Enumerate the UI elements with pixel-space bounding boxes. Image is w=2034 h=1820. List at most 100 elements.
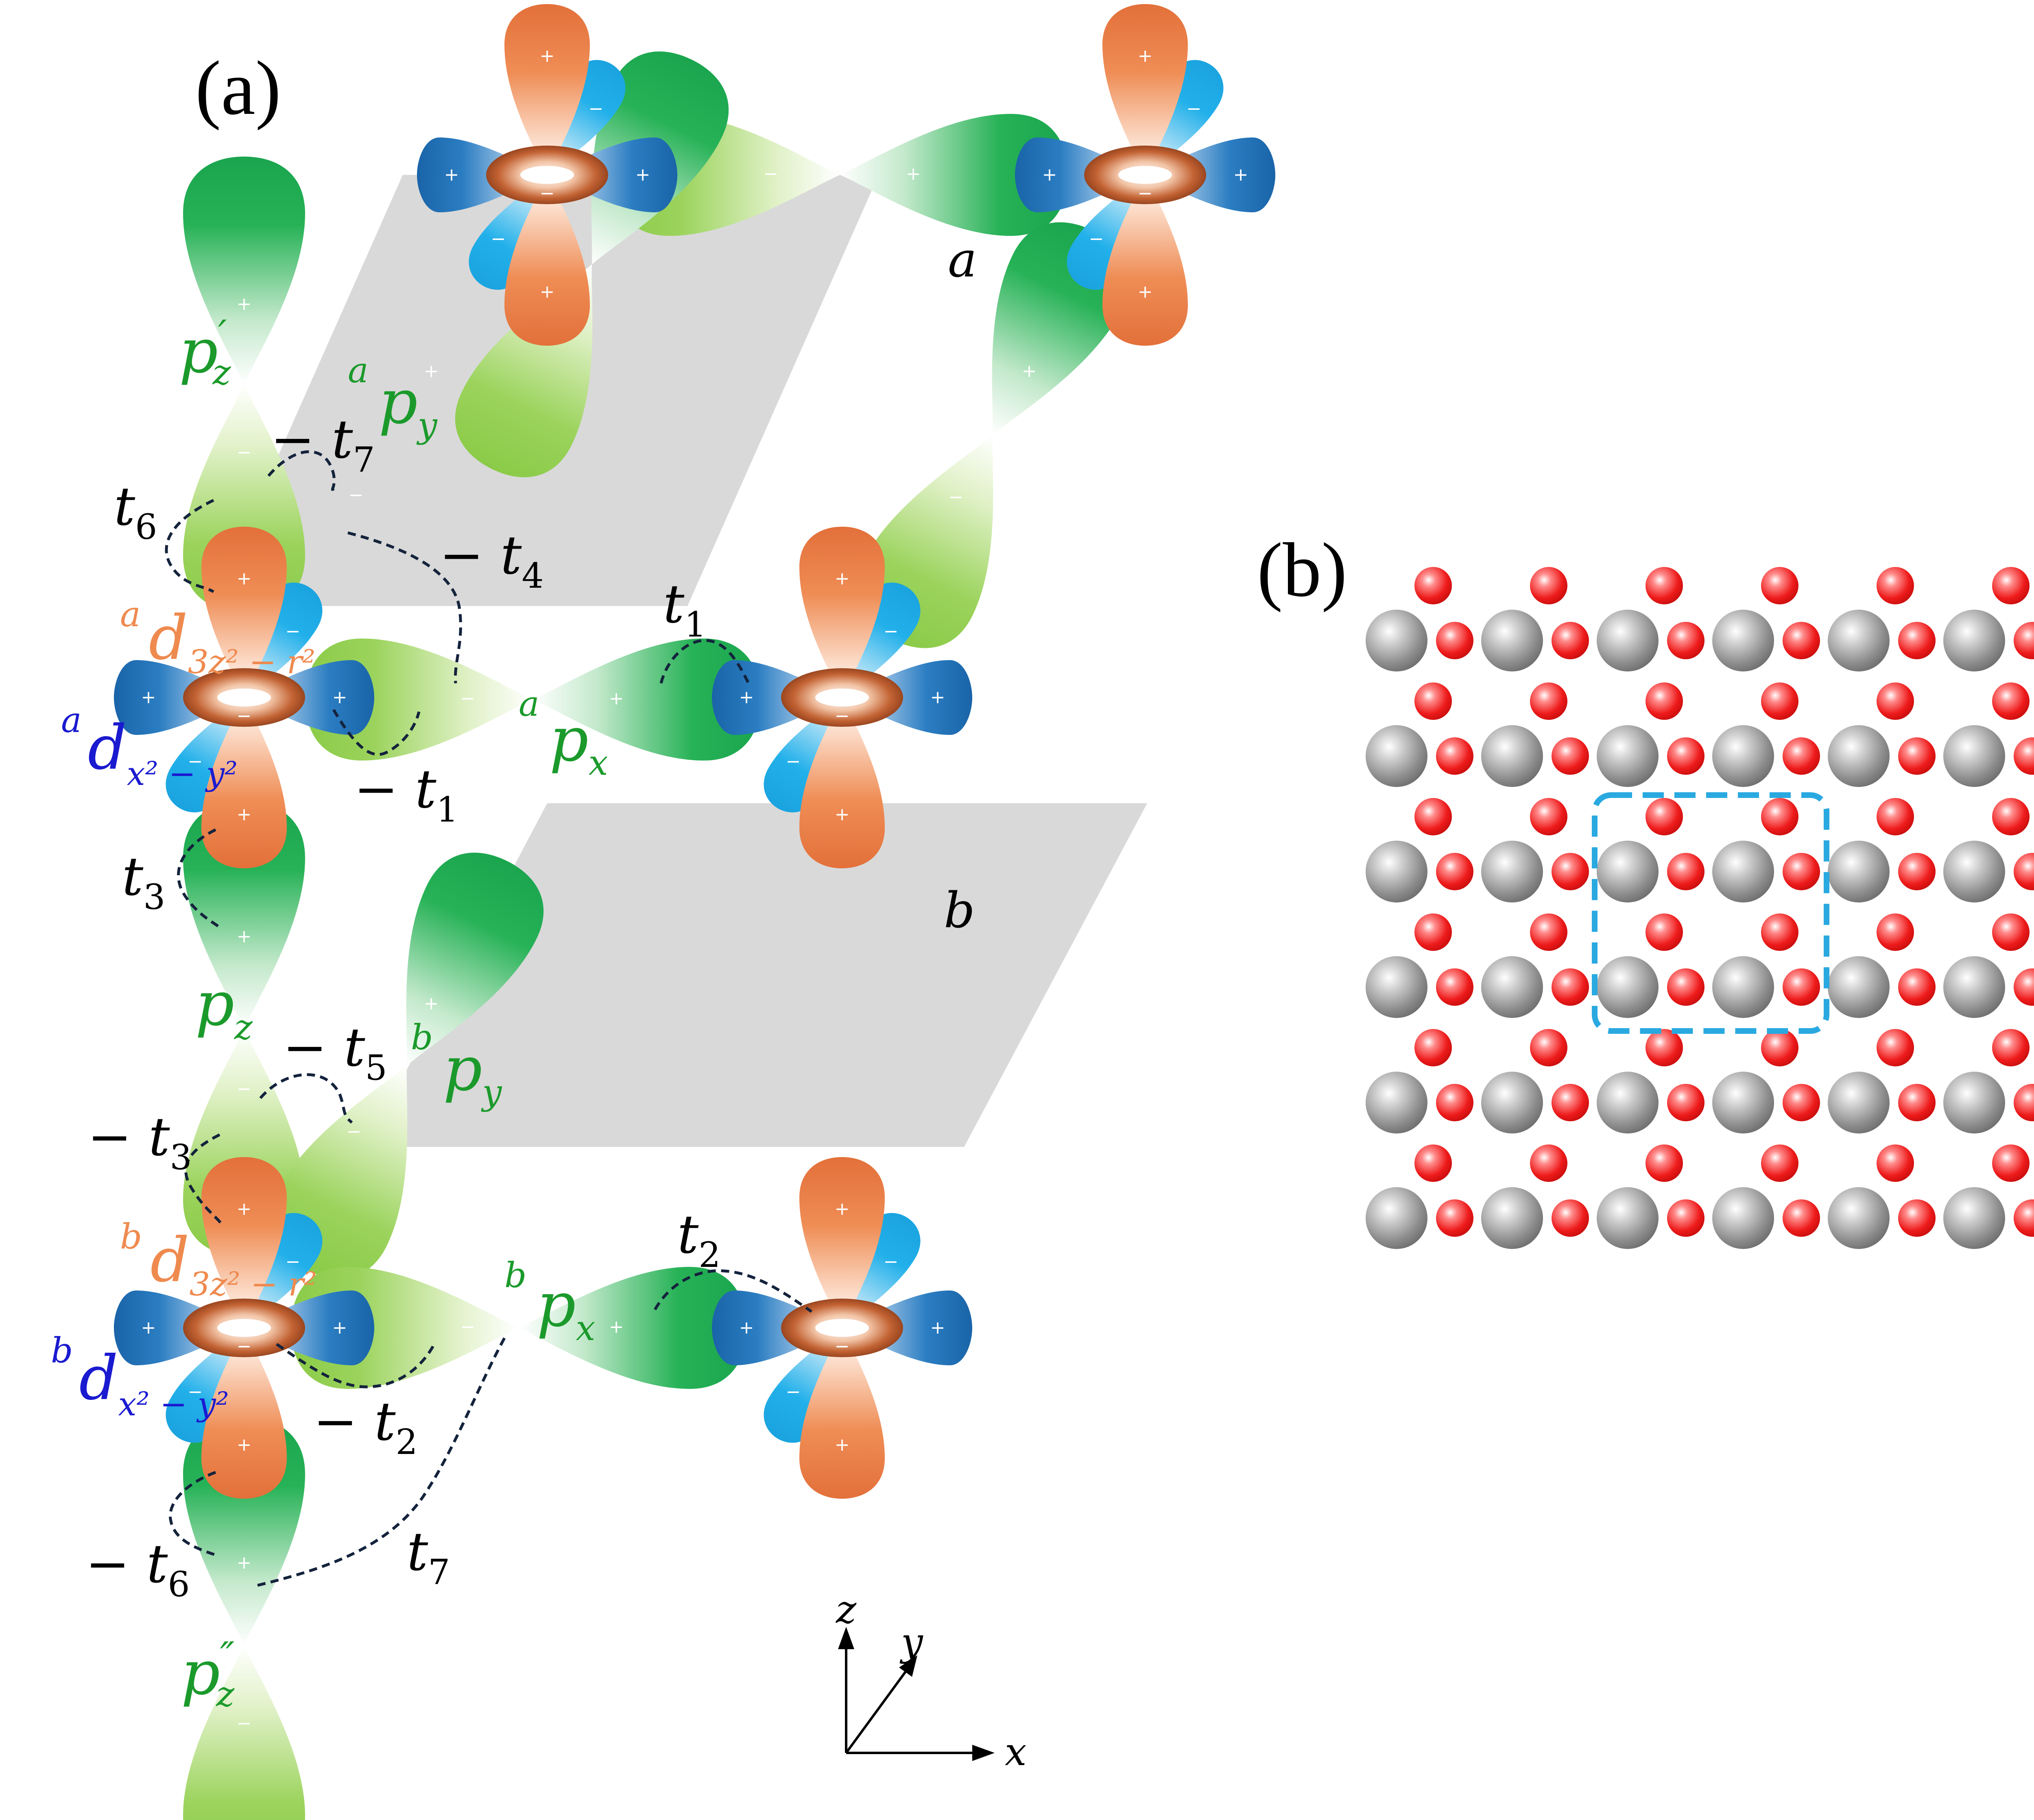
label-t7: t7 [407,1521,450,1593]
metal-atom [1597,725,1659,787]
p-orbital-upper-px: − + [612,114,1068,236]
metal-atom [1712,610,1774,671]
oxygen-atom [1898,1199,1936,1237]
oxygen-atom [2014,1199,2034,1237]
plane-label-lower: b [944,883,975,939]
hop-t3 [177,828,221,929]
svg-text:−: − [764,163,779,184]
p-orbital-a-py: + − [349,33,747,506]
metal-atom [1597,956,1659,1018]
label-pz-dprime: p″z [181,1634,235,1715]
metal-atom [1943,725,2005,787]
oxygen-atom [1761,798,1798,835]
p-orbital-b-py: + − [252,834,562,1297]
oxygen-atom [1530,567,1567,604]
metal-atom [1943,1072,2005,1133]
hop-m-t6 [169,1471,218,1557]
metal-atom [1481,725,1543,787]
label-m-t6: − t6 [85,1533,190,1605]
oxygen-atom [1877,913,1914,951]
metal-atom [1481,956,1543,1018]
metal-atom [1366,610,1427,671]
metal-atom [1943,956,2005,1018]
metal-atom [1597,1187,1659,1249]
panel-a-label: (a) [195,46,281,131]
svg-text:−: − [349,485,364,506]
metal-atom [1828,1187,1890,1249]
oxygen-atom [2014,622,2034,659]
oxygen-atom [1898,853,1936,890]
p-orbital-pz: + − [183,801,305,1257]
oxygen-atom [1436,968,1473,1006]
hop-m-t1 [332,709,421,756]
oxygen-atom [1992,913,2030,951]
oxygen-atom [1877,798,1914,835]
oxygen-atom [2014,737,2034,775]
oxygen-atom [1761,1029,1798,1066]
hop-m-t2 [276,1341,437,1388]
oxygen-atom [1992,1029,2030,1066]
label-t1: t1 [663,573,706,645]
metal-atom [1481,841,1543,902]
oxygen-atom [1646,798,1683,835]
oxygen-atom [1667,1084,1704,1121]
oxygen-atom [2014,1084,2034,1121]
metal-atom [1366,956,1427,1018]
oxygen-atom [2014,853,2034,890]
p-orbital-pz-dprime: + − [183,1417,305,1820]
oxygen-atom [1783,737,1820,775]
axis-z-label: z [836,1587,857,1632]
metal-atom [1712,956,1774,1018]
panel-b-label: (b) [1257,527,1347,613]
unit-cell-box [1592,792,1829,1034]
label-pz-prime: p′z [179,312,231,393]
svg-text:+: + [237,294,252,314]
label-m-t4: − t4 [439,524,544,596]
svg-text:+: + [237,926,252,947]
svg-text:−: − [949,487,964,508]
metal-atom [1366,725,1427,787]
oxygen-atom [1667,853,1704,890]
metal-atom [1366,1072,1427,1133]
oxygen-atom [2014,968,2034,1006]
oxygen-atom [1667,968,1704,1006]
metal-atom [1712,1072,1774,1133]
oxygen-atom [1436,737,1473,775]
metal-atom [1597,1072,1659,1133]
hop-t2 [653,1269,812,1313]
metal-atom [1943,1187,2005,1249]
crystal-lattice [1366,567,2034,1249]
oxygen-atom [1530,1029,1567,1066]
oxygen-atom [1783,1199,1820,1237]
metal-site-b-right [712,1157,972,1499]
oxygen-atom [1898,737,1936,775]
p-orbital-pz-prime: + − [183,157,305,612]
oxygen-atom [1898,968,1936,1006]
oxygen-atom [1898,622,1936,659]
label-t2: t2 [677,1203,720,1275]
oxygen-atom [1414,1029,1452,1066]
oxygen-atom [1436,853,1473,890]
hop-m-t4 [347,531,462,684]
oxygen-atom [1877,567,1914,604]
panel-b: (b) [1257,527,2034,1249]
svg-text:−: − [237,1079,252,1099]
hop-m-t5 [259,1073,353,1124]
hop-t6 [165,499,214,593]
oxygen-atom [1783,968,1820,1006]
metal-atom [1828,610,1890,671]
oxygen-atom [1552,737,1589,775]
oxygen-atom [1667,1199,1704,1237]
oxygen-atom [1552,622,1589,659]
hop-t1 [659,639,750,684]
metal-atom [1943,841,2005,902]
label-m-t5: − t5 [283,1016,387,1088]
oxygen-atom [1436,1199,1473,1237]
oxygen-p-orbitals: − + + − + − + − [183,33,1148,1820]
oxygen-atom [1992,567,2030,604]
p-orbital-a-px: − + [305,639,761,761]
hopping-paths [165,450,812,1588]
